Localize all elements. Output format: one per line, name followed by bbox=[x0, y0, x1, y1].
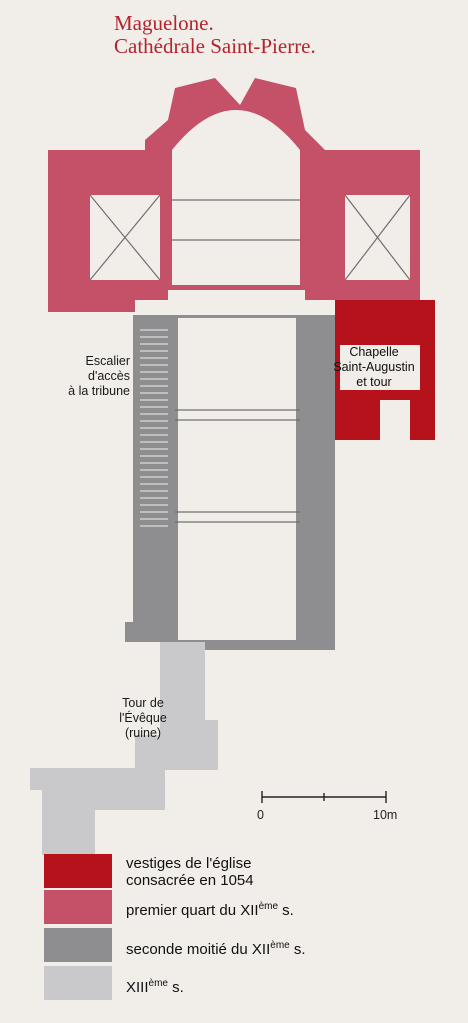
tour-eveque-ruin bbox=[30, 642, 218, 855]
legend-swatch-1054 bbox=[44, 854, 112, 888]
legend-label-xii-early: premier quart du XIIème s. bbox=[126, 901, 294, 919]
title-line-1: Maguelone. bbox=[114, 11, 214, 35]
plan-hatching bbox=[89, 194, 411, 523]
legend-swatch-xiii bbox=[44, 966, 112, 1000]
label-escalier: Escalier d'accès à la tribune bbox=[68, 354, 130, 398]
label-chapelle-saint-augustin: Chapelle Saint-Augustin et tour bbox=[333, 345, 415, 389]
legend-label-xii-late: seconde moitié du XIIème s. bbox=[126, 940, 306, 958]
scale-bar bbox=[261, 791, 387, 803]
legend-label-1054: vestiges de l'église consacrée en 1054 bbox=[126, 855, 254, 889]
legend-swatch-xii-early bbox=[44, 890, 112, 924]
legend-swatch-xii-late bbox=[44, 928, 112, 962]
scale-label-start: 0 bbox=[257, 808, 264, 822]
scale-label-end: 10m bbox=[373, 808, 398, 822]
stair-block bbox=[133, 325, 173, 535]
title-line-2: Cathédrale Saint-Pierre. bbox=[114, 34, 316, 58]
label-tour-eveque: Tour de l'Évêque (ruine) bbox=[119, 696, 167, 740]
stair-treads bbox=[140, 329, 168, 527]
legend-label-xiii: XIIIème s. bbox=[126, 978, 184, 996]
